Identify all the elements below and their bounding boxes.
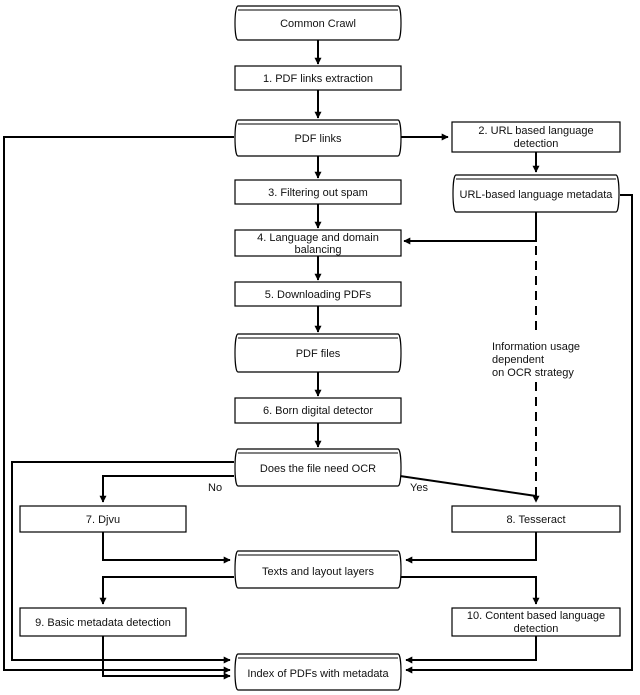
edge-texts-to-content [400, 576, 540, 605]
node-pdf-links: PDF links [234, 119, 402, 157]
node-pdf-links-label: PDF links [294, 133, 342, 145]
node-djvu: 7. Djvu [19, 505, 187, 533]
ocr-strategy-note-line3: on OCR strategy [492, 367, 574, 379]
node-filtering-spam-label: 3. Filtering out spam [268, 187, 368, 199]
node-common-crawl-label: Common Crawl [280, 18, 356, 30]
node-language-domain-balancing: 4. Language and domain balancing [234, 229, 402, 257]
node-tesseract-label: 8. Tesseract [506, 514, 565, 526]
node-born-digital-detector: 6. Born digital detector [234, 397, 402, 424]
node-common-crawl: Common Crawl [234, 5, 402, 41]
node-tesseract: 8. Tesseract [451, 505, 621, 533]
node-pdf-links-extraction: 1. PDF links extraction [234, 65, 402, 91]
edge-metadata-to-balancing [403, 212, 537, 245]
node-url-language-detection-line1: 2. URL based language [478, 125, 593, 137]
node-basic-metadata-label: 9. Basic metadata detection [35, 617, 171, 629]
edge-tesseract-to-texts [405, 532, 537, 564]
node-djvu-label: 7. Djvu [86, 514, 120, 526]
edge-ocr-to-index [11, 461, 234, 664]
node-needs-ocr-label: Does the file need OCR [260, 463, 376, 475]
node-downloading-pdfs-label: 5. Downloading PDFs [265, 289, 372, 301]
node-url-language-metadata-label: URL-based language metadata [460, 189, 614, 201]
node-texts-layout: Texts and layout layers [234, 550, 402, 589]
node-needs-ocr: Does the file need OCR [234, 448, 402, 487]
edge-metadata-to-index [405, 194, 633, 674]
node-pdf-links-extraction-label: 1. PDF links extraction [263, 73, 373, 85]
edge-texts-to-basic [99, 576, 234, 605]
node-index-pdfs-label: Index of PDFs with metadata [247, 668, 389, 680]
node-pdf-files-label: PDF files [296, 348, 341, 360]
ocr-strategy-note-line1: Information usage [492, 341, 580, 353]
node-filtering-spam: 3. Filtering out spam [234, 179, 402, 205]
node-index-pdfs: Index of PDFs with metadata [234, 653, 402, 691]
edge-label-yes: Yes [410, 482, 428, 494]
ocr-strategy-note: Information usage dependent on OCR strat… [492, 341, 580, 379]
node-basic-metadata: 9. Basic metadata detection [19, 607, 187, 637]
edge-basic-to-index [102, 636, 231, 680]
node-content-language-detection: 10. Content based language detection [451, 607, 621, 637]
edge-links-to-index [3, 136, 234, 674]
connectors [3, 40, 633, 680]
edge-ocr-no-to-djvu [99, 475, 234, 503]
node-url-language-detection-line2: detection [514, 138, 559, 150]
node-downloading-pdfs: 5. Downloading PDFs [234, 281, 402, 307]
node-language-domain-balancing-line2: balancing [294, 244, 341, 256]
ocr-strategy-note-line2: dependent [492, 354, 544, 366]
node-pdf-files: PDF files [234, 333, 402, 373]
node-language-domain-balancing-line1: 4. Language and domain [257, 232, 379, 244]
node-content-language-detection-line2: detection [514, 623, 559, 635]
edge-content-to-index [405, 636, 537, 664]
node-born-digital-detector-label: 6. Born digital detector [263, 405, 373, 417]
edge-ocr-yes-to-tesseract [399, 475, 537, 497]
node-url-language-metadata: URL-based language metadata [452, 174, 620, 213]
node-url-language-detection: 2. URL based language detection [451, 121, 621, 153]
node-content-language-detection-line1: 10. Content based language [467, 610, 605, 622]
edge-label-no: No [208, 482, 222, 494]
node-texts-layout-label: Texts and layout layers [262, 566, 374, 578]
edge-djvu-to-texts [102, 532, 231, 564]
